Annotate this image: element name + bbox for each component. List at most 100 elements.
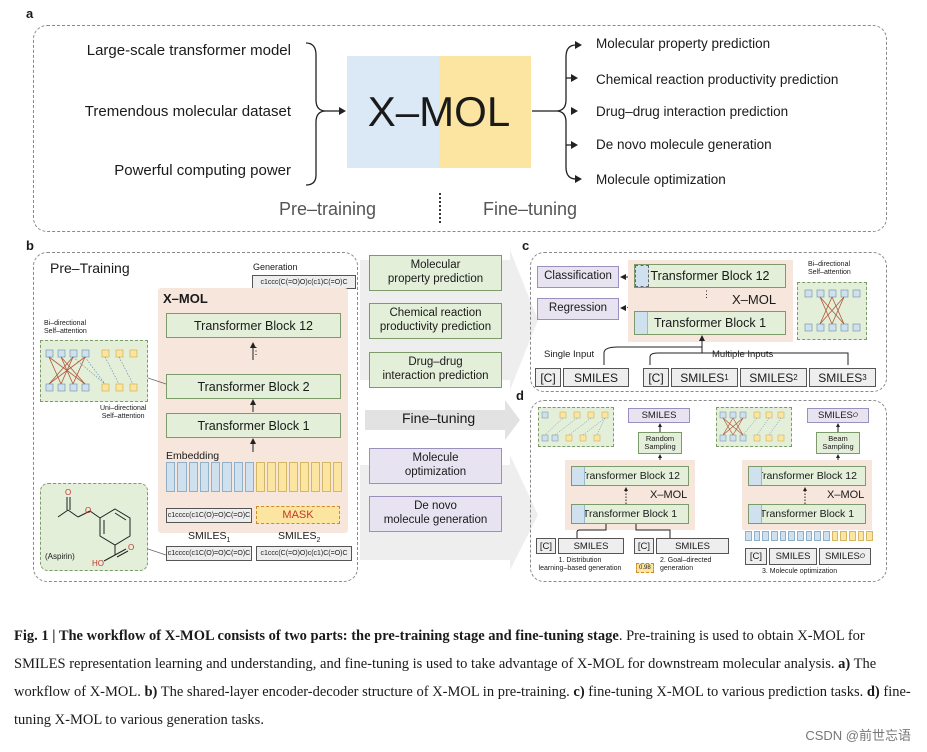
dots-b: ⋮ <box>251 346 261 357</box>
aspirin-structure: O O O HO <box>57 488 134 568</box>
task-ddi: Drug–drug interaction prediction <box>369 352 502 388</box>
caption-c-text: fine-tuning X-MOL to various prediction … <box>584 684 867 700</box>
transformer-block-1: Transformer Block 1 <box>166 413 341 438</box>
smiles1-sub: 1 <box>226 537 231 545</box>
d-right-model-label: X–MOL <box>827 489 865 501</box>
caption-c-key: c) <box>573 684 585 700</box>
d-right-caption: 3. Molecule optimization <box>762 568 838 575</box>
d-left-attention-graph <box>541 411 609 442</box>
embedding-label: Embedding <box>166 450 220 462</box>
d-right-tb1-slot <box>749 505 762 523</box>
output-property: Molecular property prediction <box>596 36 771 51</box>
d-right-stack-arrows <box>803 487 807 504</box>
d-left-tb12-label: Transformer Block 12 <box>580 470 680 482</box>
d-left-tb1: Transformer Block 1 <box>571 504 689 524</box>
c-transformer-block-12: Transformer Block 12 <box>634 264 786 288</box>
figure-caption: Fig. 1 | The workflow of X-MOL consists … <box>14 622 914 734</box>
aspirin-o-3: O <box>128 543 134 552</box>
c-bi-attention-label: Bi–directional Self–attention <box>808 261 851 277</box>
task-chemical-reaction: Chemical reaction productivity predictio… <box>369 303 502 339</box>
tb12-label: Transformer Block 12 <box>193 318 314 333</box>
stage-finetuning: Fine–tuning <box>483 199 578 219</box>
d-left-sampling-arrows <box>658 423 662 462</box>
output-optimization: Molecule optimization <box>596 172 726 187</box>
panel-c <box>530 252 887 392</box>
xmol-box-right <box>439 56 531 168</box>
d-right-tb12-slot <box>749 467 762 485</box>
c-tb12-label: Transformer Block 12 <box>650 269 770 283</box>
c-tb1-label: Transformer Block 1 <box>653 316 767 330</box>
d-right-smiles-o-sub: O <box>859 553 865 560</box>
mask-box: MASK <box>256 506 340 524</box>
stack-arrows-b <box>250 342 256 452</box>
d-right-sampling-arrows <box>836 423 840 462</box>
d-right-tb1: Transformer Block 1 <box>748 504 866 524</box>
generation-smiles: c1ccc(C(=O)O)c(c1)C(=O)C <box>252 275 356 289</box>
d-right-tb12: Transformer Block 12 <box>748 466 866 486</box>
csdn-watermark: CSDN @前世忘语 <box>805 728 911 743</box>
xmol-model-label: X–MOL <box>163 291 208 306</box>
c-smiles3-text: SMILES <box>818 370 863 385</box>
input-dataset: Tremendous molecular dataset <box>84 103 291 120</box>
d-right-tb1-label: Transformer Block 1 <box>759 508 855 520</box>
aspirin-o-1: O <box>85 506 91 515</box>
smiles2-sub: 2 <box>316 537 321 545</box>
aspirin-o-2: O <box>65 488 71 497</box>
d-left-tb12-slot <box>572 467 585 485</box>
c-multi-cls: [C] <box>643 368 669 387</box>
regression-box: Regression <box>537 298 619 320</box>
d-left-cls-1: [C] <box>536 538 556 554</box>
d-right-cls: [C] <box>745 548 767 565</box>
c-smiles2-sub: 2 <box>793 373 798 382</box>
caption-d-text: fine-tuning X-MOL to various generation … <box>14 684 911 728</box>
smiles1-text: SMILES <box>188 530 227 542</box>
d-left-tb12: Transformer Block 12 <box>571 466 689 486</box>
d-left-tb1-slot <box>572 505 585 523</box>
d-left-sampling: Random Sampling <box>638 432 682 454</box>
c-single-smiles: SMILES <box>563 368 629 387</box>
transformer-block-2: Transformer Block 2 <box>166 374 341 399</box>
tb1-label: Transformer Block 1 <box>197 418 310 433</box>
c-transformer-block-1: Transformer Block 1 <box>634 311 786 335</box>
panel-d <box>530 400 887 582</box>
panel-b <box>33 252 358 582</box>
input-smiles-1: c1cccc(c1C(O)=O)C(=O)C <box>166 508 252 523</box>
d-right-sampling: Beam Sampling <box>816 432 860 454</box>
caption-a-text: The workflow of X-MOL. <box>14 656 877 700</box>
fine-tuning-label: Fine–tuning <box>402 410 476 426</box>
stage-divider <box>439 193 441 223</box>
c-cls-slot-1 <box>635 312 648 334</box>
aspirin-label: (Aspirin) <box>45 552 75 561</box>
multiple-inputs-label: Multiple Inputs <box>712 349 774 360</box>
pretraining-title: Pre–Training <box>50 260 130 276</box>
panel-a <box>33 25 887 232</box>
d-left-caption-2: 2. Goal–directed generation <box>660 557 712 573</box>
bottom-smiles-2: c1ccc(C(=O)O)c(c1)C(=O)C <box>256 546 352 561</box>
input-transformer: Large-scale transformer model <box>86 42 291 59</box>
d-left-smiles-2: SMILES <box>656 538 729 554</box>
xmol-title: X–MOL <box>367 88 511 135</box>
c-attention-graph <box>804 289 861 332</box>
transformer-block-12: Transformer Block 12 <box>166 313 341 338</box>
bottom-smiles-1: c1cccc(c1C(O)=O)C(=O)C <box>166 546 252 561</box>
c-smiles1-text: SMILES <box>680 370 725 385</box>
aspirin-connector <box>148 548 167 556</box>
c-single-cls: [C] <box>535 368 561 387</box>
caption-b-text: The shared-layer encoder-decoder structu… <box>157 684 574 700</box>
output-ddi: Drug–drug interaction prediction <box>596 104 789 119</box>
panel-a-connectors <box>305 41 582 186</box>
smiles1-label: SMILES1 <box>188 530 230 544</box>
panel-c-input-arrows <box>603 335 849 365</box>
embedding-tokens <box>166 462 343 492</box>
d-right-smiles: SMILES <box>769 548 817 565</box>
caption-b-key: b) <box>144 684 158 700</box>
attention-graph-b <box>45 349 138 392</box>
c-model-label: X–MOL <box>732 292 777 307</box>
d-right-attention-graph <box>719 411 785 442</box>
d-right-smiles-out-text: SMILES <box>818 410 853 421</box>
classification-box: Classification <box>537 266 619 288</box>
